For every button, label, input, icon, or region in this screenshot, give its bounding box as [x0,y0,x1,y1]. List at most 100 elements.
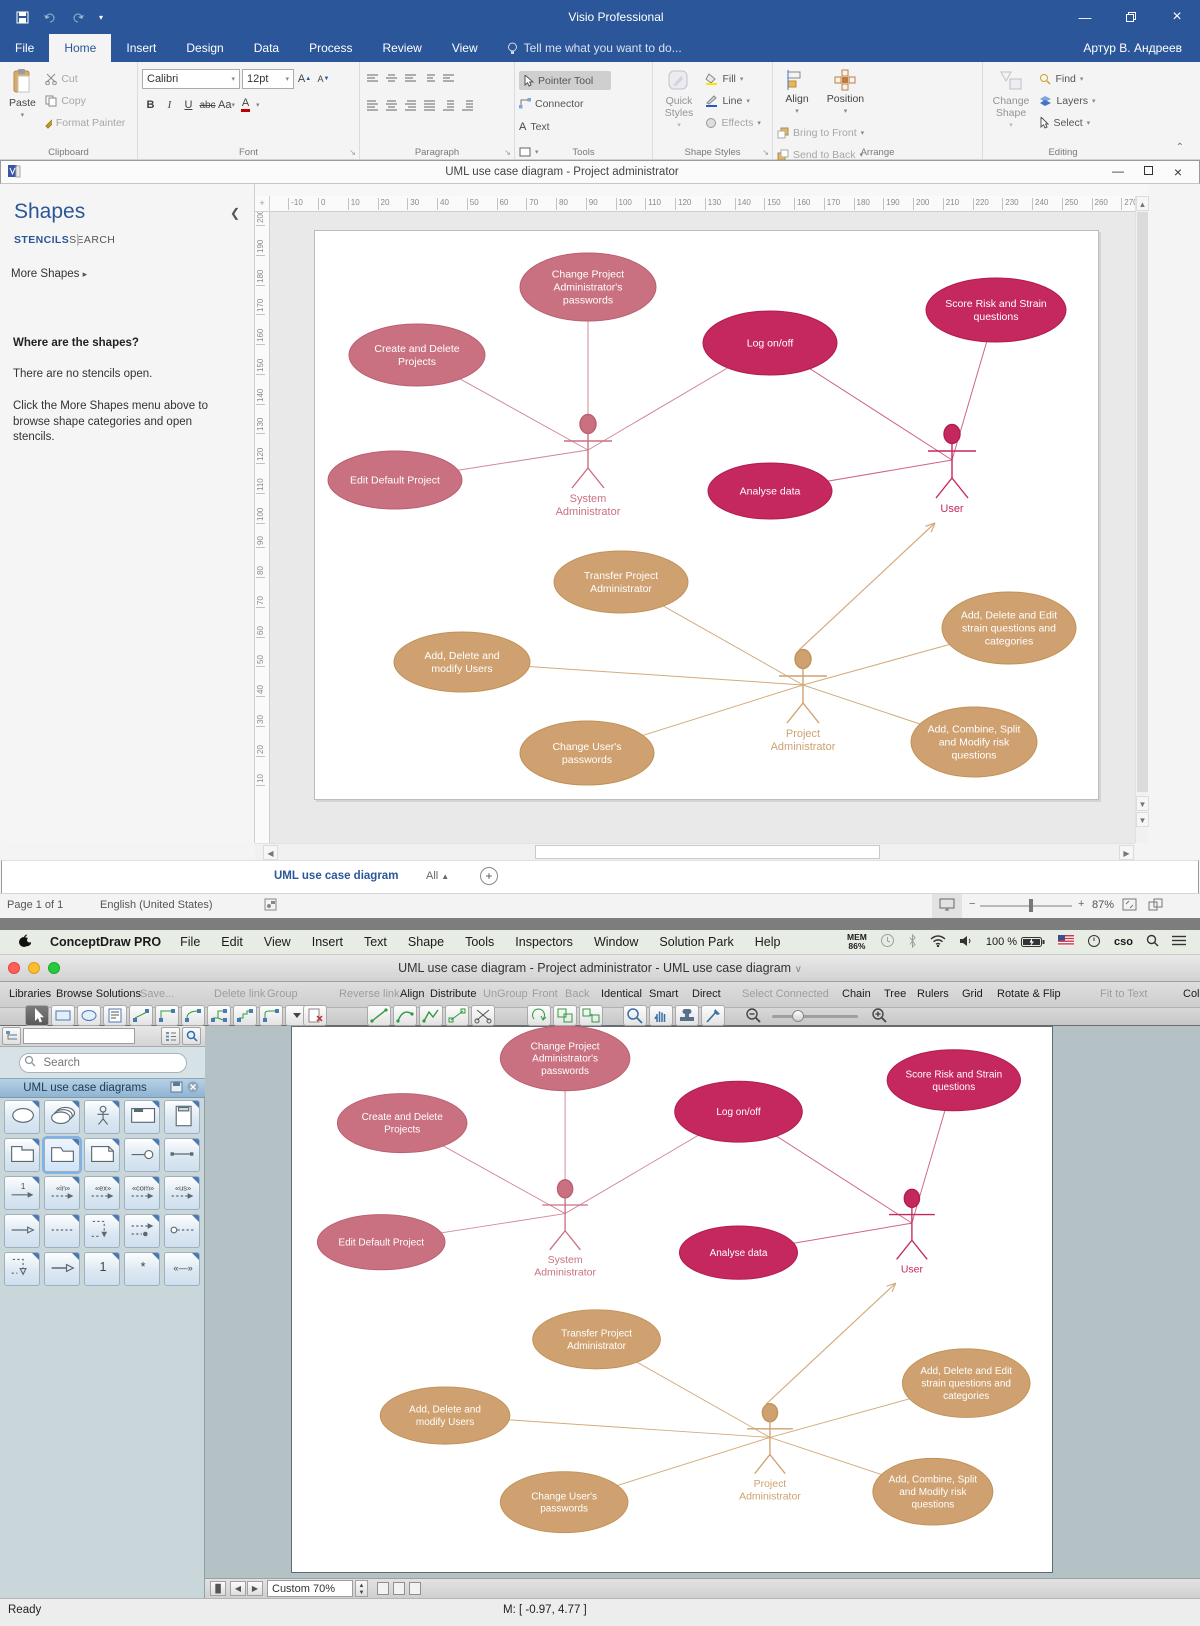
send-to-back-button[interactable]: Send to Back▾ [777,145,885,164]
draw-curve[interactable] [393,1005,417,1026]
rectangle-tool[interactable] [51,1005,75,1026]
eyedropper-tool[interactable] [701,1005,725,1026]
use-case-n3[interactable] [316,1214,446,1271]
draw-handles[interactable] [445,1005,469,1026]
tab-review[interactable]: Review [382,41,422,55]
redo-icon[interactable] [71,12,85,23]
menu-shape[interactable]: Shape [407,935,445,949]
tab-data[interactable]: Data [253,41,280,55]
tab-insert[interactable]: Insert [126,41,157,55]
menu-list-icon[interactable] [1172,935,1186,949]
time-machine-icon[interactable] [880,933,895,951]
draw-scissors[interactable] [471,1005,495,1026]
stamp-tool[interactable] [675,1005,699,1026]
toolbar-rotate-flip[interactable]: Rotate & Flip [997,988,1061,1000]
stencil-com-dependency[interactable]: «com» [124,1176,160,1210]
prev-page-button[interactable]: ◀ [230,1581,246,1596]
tab-search[interactable]: SEARCH [69,234,116,246]
actor-a2[interactable] [928,423,976,499]
change-case-button[interactable]: Aa▾ [218,99,235,111]
library-name-field[interactable] [23,1028,135,1044]
save-icon[interactable] [16,11,29,24]
doc-close-button[interactable]: × [1173,164,1183,180]
stencil-search-input[interactable] [18,1052,187,1073]
align-left-icon[interactable] [364,96,381,114]
increase-indent-icon[interactable] [459,96,476,114]
bold-button[interactable]: B [146,99,155,111]
tab-stencils[interactable]: STENCILS [14,234,70,246]
layers-button[interactable]: Layers▾ [1039,91,1131,110]
format-painter-button[interactable]: Format Painter [45,113,125,132]
input-language-flag[interactable] [1058,935,1075,949]
use-case-n1[interactable] [499,1026,631,1092]
use-case-n9[interactable] [519,720,655,786]
toolbar-color[interactable]: Color [1183,988,1200,1000]
cd-zoom-slider-thumb[interactable] [792,1010,804,1022]
zoom-in-button[interactable]: + [1078,898,1085,910]
pan-tool[interactable] [649,1005,673,1026]
undo-icon[interactable] [43,12,57,23]
menu-file[interactable]: File [180,935,201,949]
pointer-tool-button[interactable]: Pointer Tool [519,71,611,90]
align-middle-icon[interactable] [383,70,400,88]
stencil-one[interactable]: 1 [84,1252,120,1286]
library-save-icon[interactable] [170,1081,183,1096]
use-case-n4[interactable] [674,1080,803,1143]
zoom-out-button[interactable]: − [969,898,976,910]
use-case-n3[interactable] [327,450,463,510]
battery-indicator[interactable]: 100 % [986,936,1045,948]
bluetooth-icon[interactable] [908,933,917,951]
next-page-button[interactable]: ▶ [247,1581,263,1596]
font-family-select[interactable]: Calibri▾ [142,69,240,89]
draw-polyline[interactable] [419,1005,443,1026]
toolbar-grid[interactable]: Grid [962,988,983,1000]
menu-inspectors[interactable]: Inspectors [515,935,573,949]
position-button[interactable]: Position▾ [821,65,869,119]
use-case-n8[interactable] [379,1386,511,1445]
use-case-n2[interactable] [336,1093,468,1154]
zoom-level-box[interactable]: Custom 70% [267,1580,353,1597]
menu-tools[interactable]: Tools [465,935,495,949]
use-case-n5[interactable] [925,277,1067,343]
font-dialog-launcher[interactable]: ↘ [349,148,356,157]
mac-zoom-button[interactable] [48,962,60,974]
horizontal-scrollbar[interactable]: ◀ ▶ [255,843,1135,860]
use-case-n10[interactable] [901,1348,1031,1418]
presentation-mode-icon[interactable] [932,894,962,918]
align-center-icon[interactable] [383,96,400,114]
zoom-out-tool[interactable] [742,1005,766,1026]
paste-button[interactable]: Paste▾ [4,65,41,123]
connector-direct[interactable] [129,1005,153,1026]
volume-icon[interactable] [959,935,973,950]
connector-tool-button[interactable]: Connector [519,94,611,113]
stencil-arrow[interactable] [4,1214,40,1248]
zoom-stepper[interactable]: ▲▼ [355,1580,368,1597]
stencil-association[interactable] [164,1138,200,1172]
draw-line[interactable] [367,1005,391,1026]
tab-design[interactable]: Design [186,41,224,55]
stencil-bent-dashed-arrow-2[interactable] [4,1252,40,1286]
actor-a1[interactable] [564,413,612,489]
toolbar-browse-solutions[interactable]: Browse Solutions [56,988,141,1000]
use-case-n6[interactable] [707,462,833,520]
stencil-note[interactable] [84,1138,120,1172]
mac-minimize-button[interactable] [28,962,40,974]
menu-solution-park[interactable]: Solution Park [659,935,734,949]
macro-record-icon[interactable] [264,898,277,914]
stencil-oval[interactable] [4,1100,40,1134]
menu-window[interactable]: Window [593,935,639,949]
bullets-icon[interactable] [421,70,438,88]
toolbar-smart[interactable]: Smart [649,988,679,1000]
fit-window-icon[interactable] [1148,898,1163,914]
stencil-horizontal-container[interactable] [124,1100,160,1134]
align-button[interactable]: Align▾ [777,65,817,119]
zoom-percentage[interactable]: 87% [1092,899,1115,911]
collapse-panel-icon[interactable]: ❮ [229,206,240,220]
page-thumb-1[interactable] [377,1582,389,1595]
use-case-n7[interactable] [553,550,689,614]
connector-tree[interactable] [207,1005,231,1026]
text-tool[interactable] [103,1005,127,1026]
